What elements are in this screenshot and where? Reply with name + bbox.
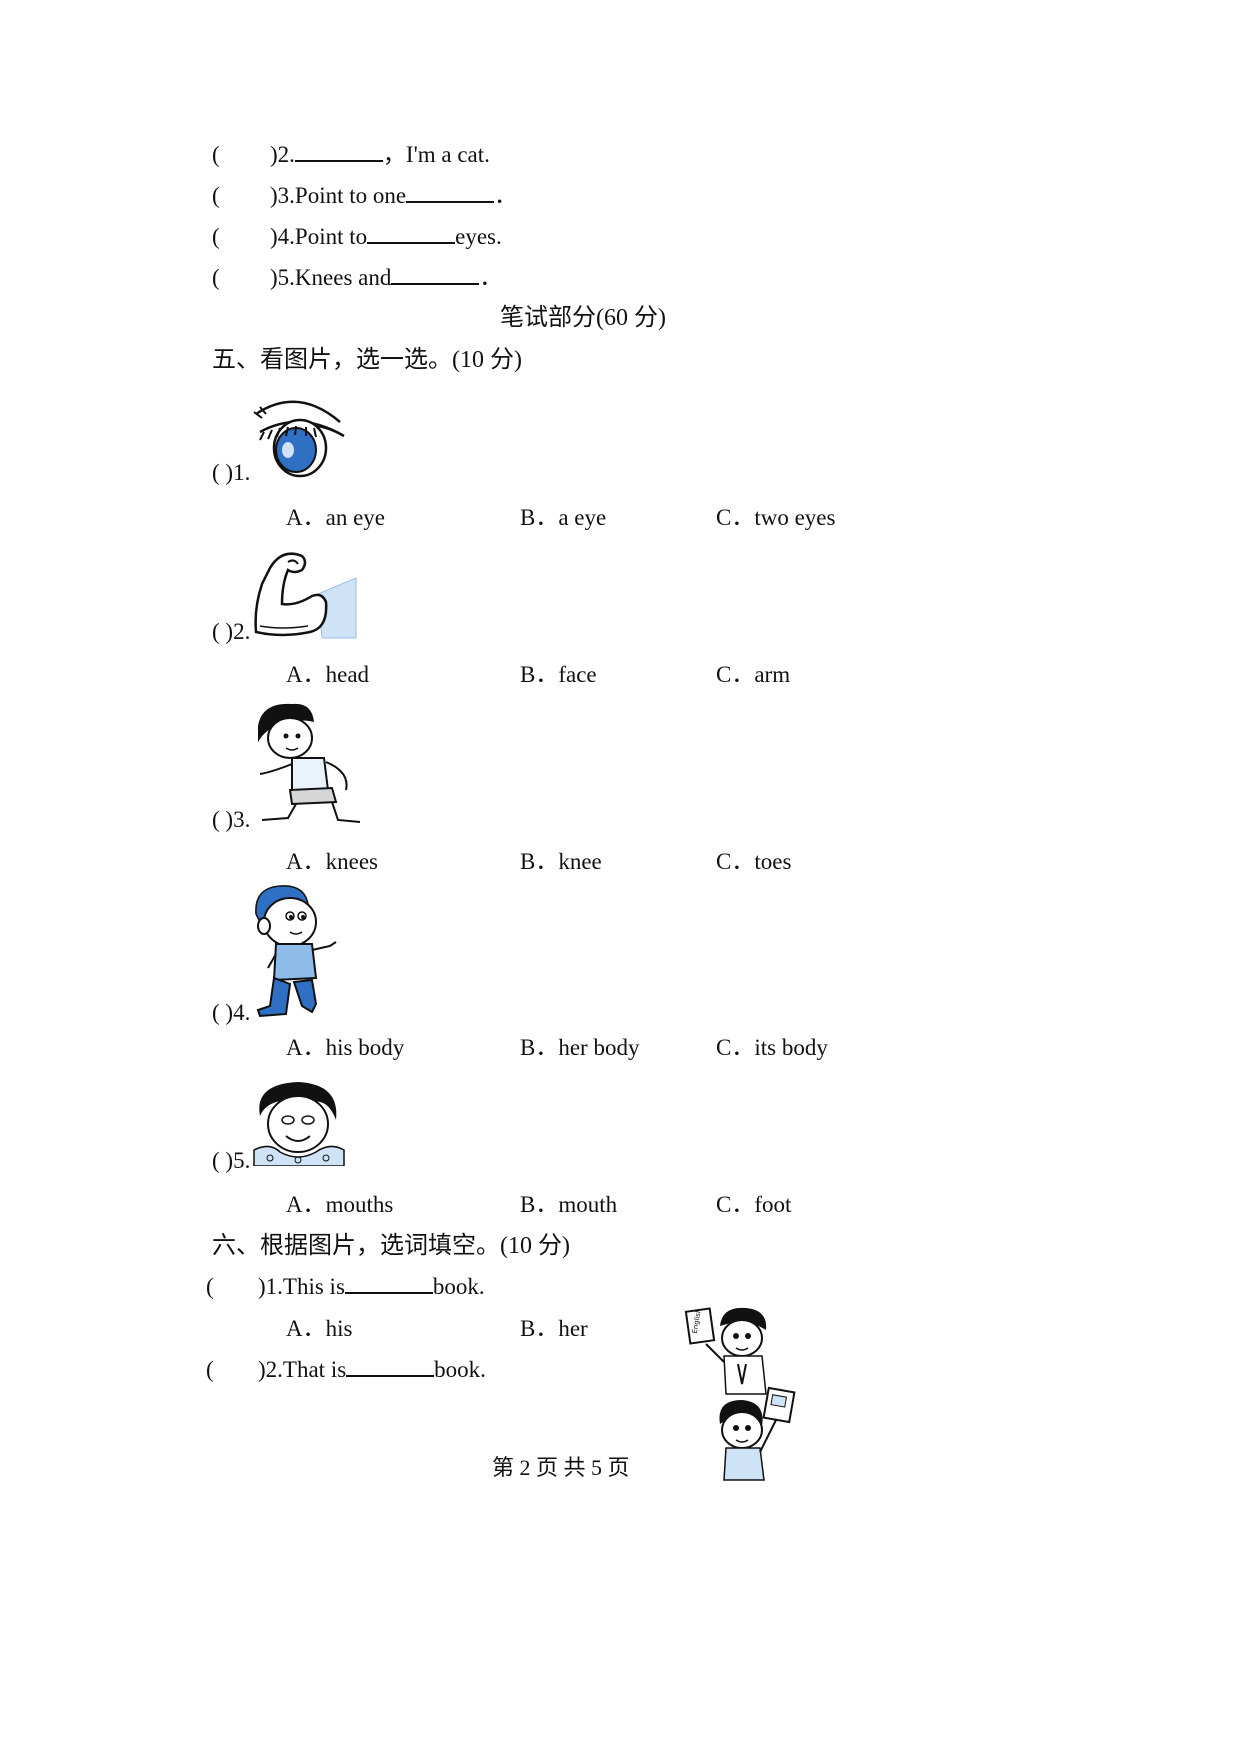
eye-picture (250, 392, 348, 480)
answer-paren: ( (212, 183, 220, 208)
option-a[interactable]: A．his (286, 1316, 353, 1341)
section5-title: 五、看图片，选一选。(10 分) (212, 347, 522, 373)
page-footer: 第 2 页 共 5 页 (492, 1455, 630, 1480)
option-b[interactable]: B．knee (520, 849, 602, 874)
section6-title: 六、根据图片，选词填空。(10 分) (212, 1233, 570, 1259)
option-a[interactable]: A．his body (286, 1035, 405, 1060)
option-c[interactable]: C．its body (716, 1035, 828, 1060)
option-a[interactable]: A．head (286, 662, 370, 687)
option-b[interactable]: B．her body (520, 1035, 640, 1060)
answer-paren: ( (206, 1357, 214, 1382)
boy-pointing-picture (250, 884, 340, 1018)
boy-girl-books-picture: English (676, 1304, 800, 1486)
option-c[interactable]: C．foot (716, 1192, 792, 1217)
option-b[interactable]: B．face (520, 662, 597, 687)
answer-paren: ( (206, 1274, 214, 1299)
question-line: ()2.，I'm a cat. (212, 140, 490, 170)
question-label: ( )4. (212, 1000, 251, 1025)
option-c[interactable]: C．two eyes (716, 505, 836, 530)
answer-blank[interactable] (346, 1357, 435, 1377)
face-picture (250, 1080, 346, 1166)
option-c[interactable]: C．toes (716, 849, 792, 874)
question-label: ( )3. (212, 807, 251, 832)
option-a[interactable]: A．mouths (286, 1192, 394, 1217)
option-a[interactable]: A．an eye (286, 505, 385, 530)
arm-picture (252, 548, 358, 640)
answer-paren: ( (212, 224, 220, 249)
answer-blank[interactable] (294, 142, 383, 162)
option-b[interactable]: B．mouth (520, 1192, 618, 1217)
question-label: ( )5. (212, 1148, 251, 1173)
option-c[interactable]: C．arm (716, 662, 791, 687)
written-section-title: 笔试部分(60 分) (500, 305, 666, 331)
answer-blank[interactable] (344, 1274, 433, 1294)
answer-blank[interactable] (391, 265, 480, 285)
girl-with-book (719, 1386, 796, 1481)
answer-blank[interactable] (367, 224, 456, 244)
kneeling-boy-picture (252, 702, 364, 826)
question-line: ()5.Knees and． (212, 263, 502, 293)
question-label: ( )1. (212, 460, 251, 485)
question-label: ( )2. (212, 619, 251, 644)
answer-paren: ( (212, 265, 220, 290)
answer-blank[interactable] (406, 183, 495, 203)
answer-paren: ( (212, 142, 220, 167)
boy-with-book: English (684, 1307, 767, 1395)
option-b[interactable]: B．her (520, 1316, 588, 1341)
option-a[interactable]: A．knees (286, 849, 378, 874)
question-line: ()3.Point to one． (212, 181, 517, 211)
option-b[interactable]: B．a eye (520, 505, 607, 530)
